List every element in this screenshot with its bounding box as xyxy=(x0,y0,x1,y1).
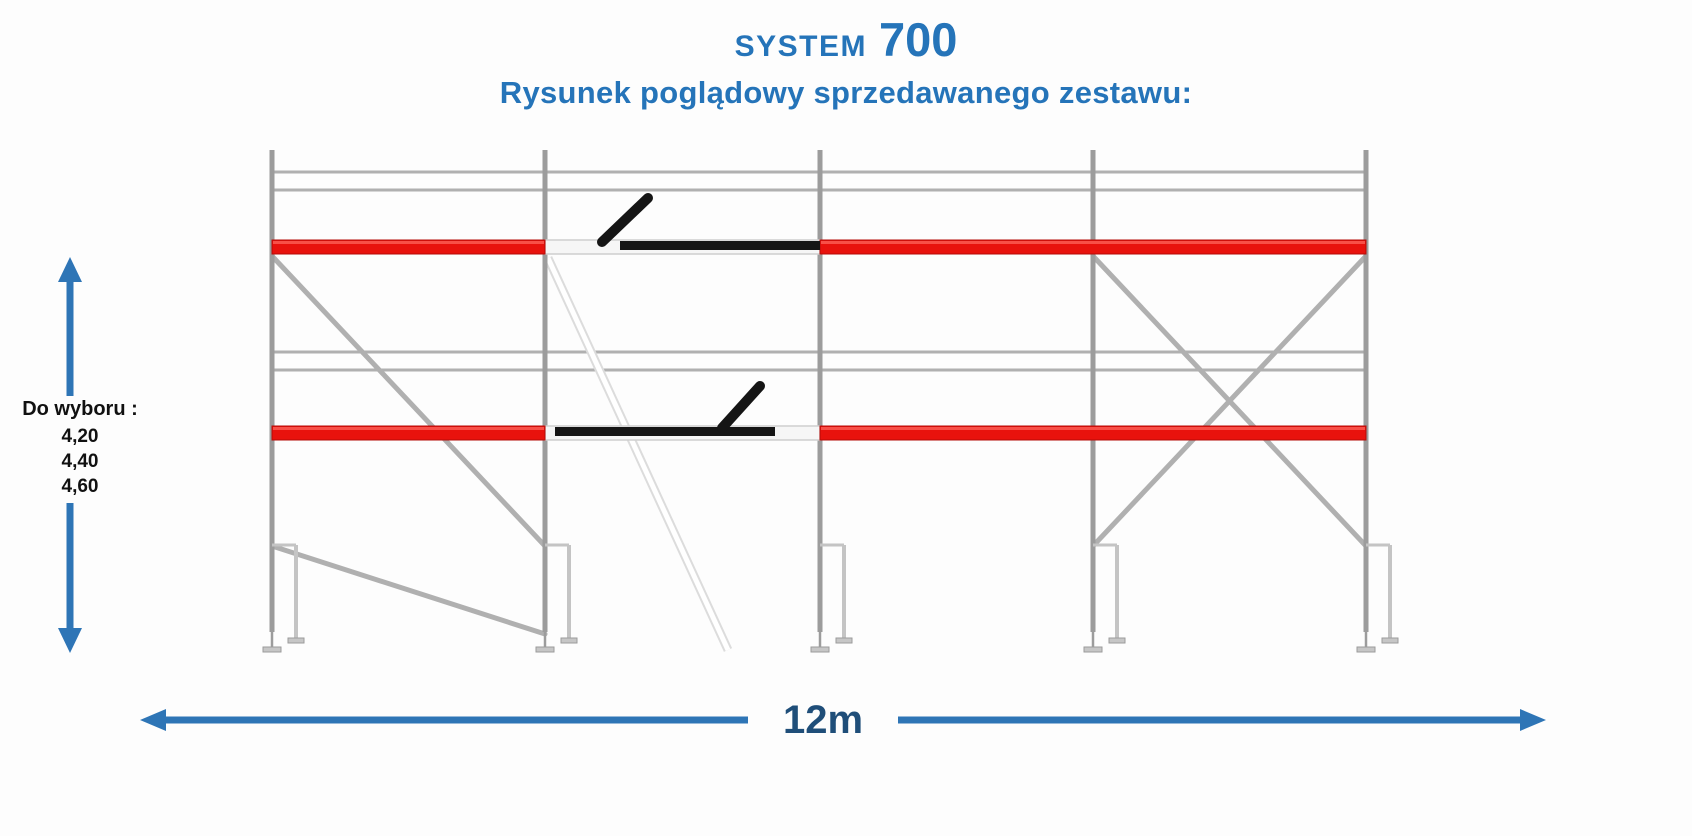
page-subtitle: Rysunek poglądowy sprzedawanego zestawu: xyxy=(499,75,1193,110)
height-option-3: 4,60 xyxy=(61,476,99,497)
height-option-2: 4,40 xyxy=(61,451,99,472)
standards-and-base-jacks xyxy=(262,150,1399,653)
width-dimension: 12m xyxy=(138,697,1548,742)
height-option-1: 4,20 xyxy=(61,426,99,447)
access-hatches xyxy=(555,193,820,436)
width-label: 12m xyxy=(782,697,864,742)
height-options-block: Do wyboru : 4,20 4,40 4,60 xyxy=(0,396,160,503)
width-arrow-right-icon xyxy=(898,709,1546,731)
header: SYSTEM 700 Rysunek poglądowy sprzedawaneg… xyxy=(0,12,1692,111)
width-arrow-left-icon xyxy=(140,709,748,731)
red-toe-boards xyxy=(271,239,1367,441)
title-system-word: SYSTEM xyxy=(734,30,867,63)
page-title: SYSTEM 700 xyxy=(0,12,1692,67)
title-system-number: 700 xyxy=(878,13,958,66)
access-ladder xyxy=(543,256,733,652)
height-choice-label: Do wyboru : xyxy=(22,398,138,420)
height-dimension: Do wyboru : 4,20 4,40 4,60 xyxy=(0,0,170,680)
diagonal-braces xyxy=(269,253,1369,637)
scaffolding-drawing xyxy=(262,150,1399,653)
